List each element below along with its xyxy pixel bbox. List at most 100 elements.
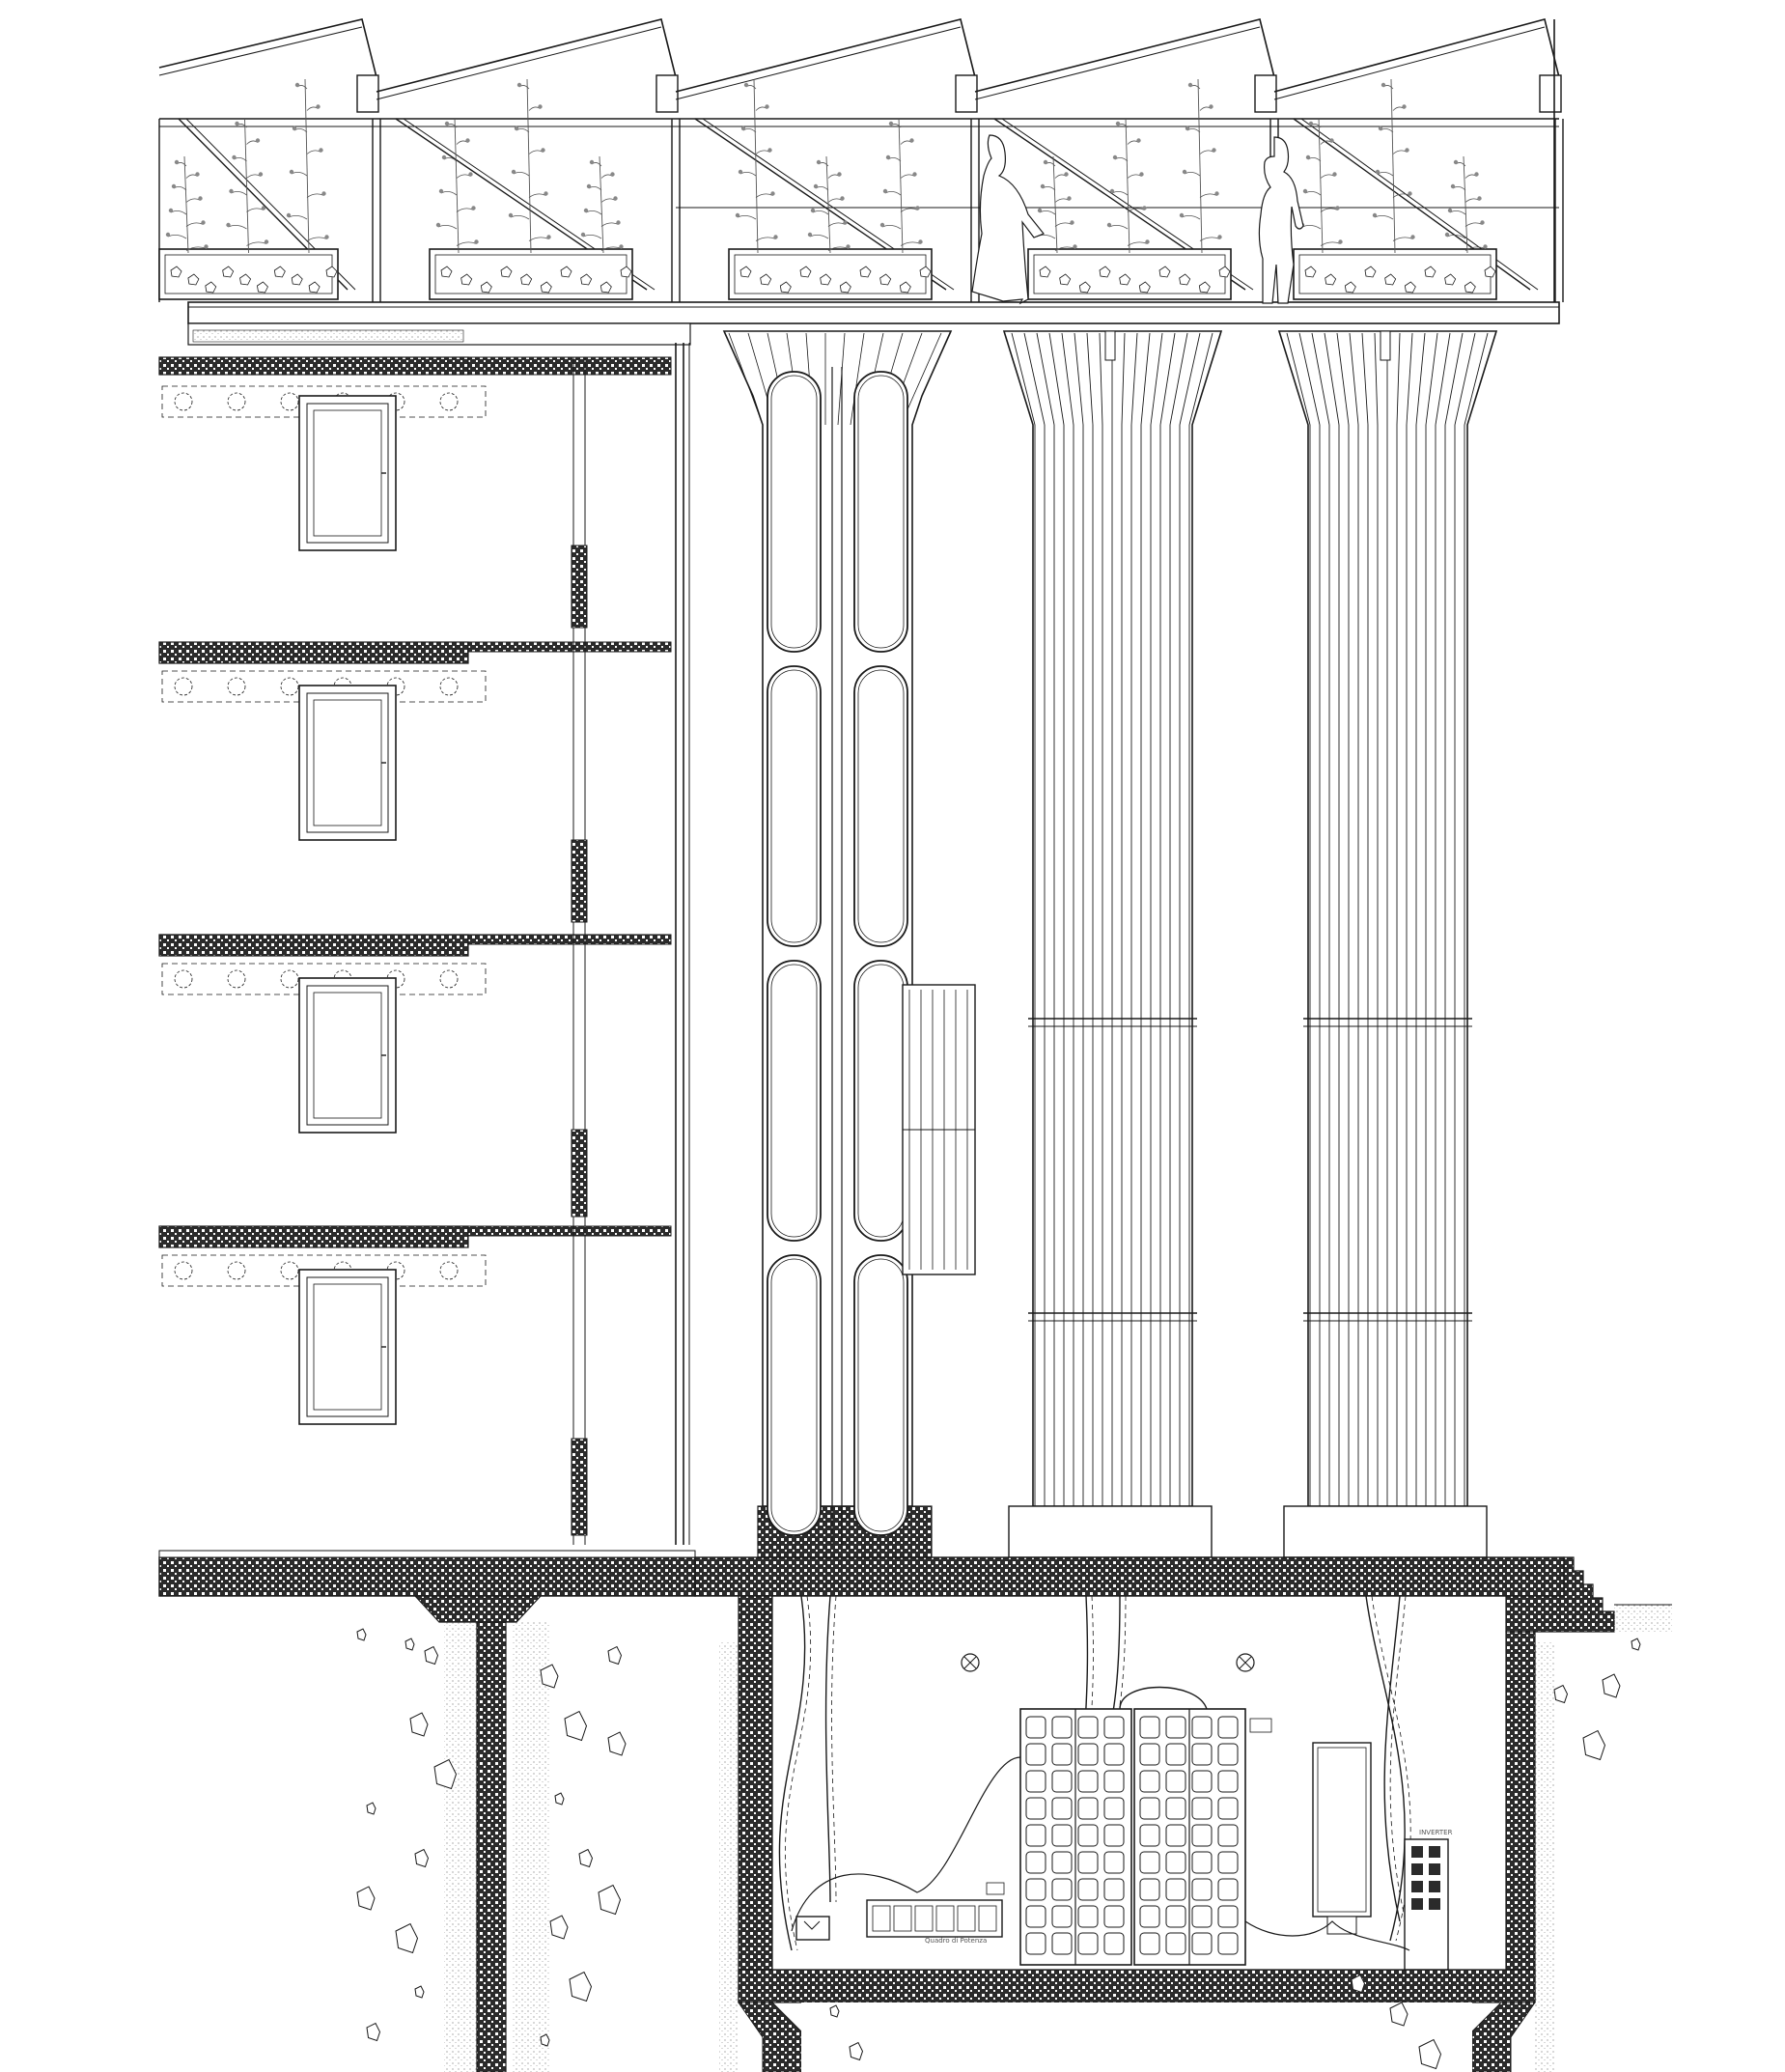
plant-leaf <box>582 235 602 239</box>
panel-switch <box>1411 1863 1423 1875</box>
plant-flower <box>767 148 772 153</box>
battery-cell <box>1191 1770 1213 1793</box>
plant-flower <box>1378 126 1383 131</box>
control-panel-module <box>935 1905 955 1932</box>
column-flute <box>1130 332 1138 426</box>
plant-flower <box>465 138 470 143</box>
plant-stem <box>1052 155 1058 254</box>
plant-flower <box>1305 154 1311 160</box>
battery-cell <box>1025 1743 1046 1766</box>
battery-cell <box>1217 1824 1239 1847</box>
plant-leaf <box>456 208 474 212</box>
battery-cell <box>1103 1716 1125 1739</box>
planter-soil-stone <box>1444 273 1457 286</box>
plant-flower <box>174 159 180 165</box>
planter-box <box>429 248 633 300</box>
plant-flower <box>743 82 749 88</box>
plant-stem <box>304 78 310 254</box>
battery-cell <box>1191 1932 1213 1955</box>
plant-flower <box>1209 104 1213 109</box>
battery-cell <box>1139 1716 1160 1739</box>
planter-soil-stone <box>1179 273 1191 286</box>
plant-leaf <box>1111 191 1129 196</box>
plant-flower <box>912 172 917 177</box>
wall-insulation <box>571 1129 588 1218</box>
soil-stone <box>578 1848 594 1868</box>
plant-flower <box>773 235 778 239</box>
plant-flower <box>816 159 822 165</box>
roof-deck <box>187 301 1560 346</box>
plant-flower <box>770 191 775 196</box>
battery-cell <box>1051 1851 1073 1874</box>
column-flute <box>1425 332 1438 426</box>
battery-cell <box>1103 1770 1125 1793</box>
cable <box>791 1756 1021 1932</box>
plant-leaf <box>1054 222 1073 227</box>
plant-flower <box>1308 121 1314 126</box>
plant-flower <box>544 191 548 196</box>
plant-flower <box>316 104 321 109</box>
plant-flower <box>198 196 203 201</box>
plant-flower <box>1444 232 1450 238</box>
plant-flower <box>1145 239 1150 244</box>
panel-switch <box>1429 1898 1440 1910</box>
plant-flower <box>1073 244 1077 249</box>
plant-flower <box>813 183 819 189</box>
plant-flower <box>165 232 171 238</box>
planter-soil-stone <box>779 281 792 294</box>
column-flute <box>1036 332 1055 426</box>
soil-stone <box>433 1758 458 1790</box>
battery-cell <box>1025 1770 1046 1793</box>
plant-leaf <box>1039 210 1056 215</box>
plant-flower <box>438 188 444 194</box>
plant-leaf <box>827 198 843 203</box>
plant-flower <box>289 169 294 175</box>
column-flute <box>1464 332 1489 426</box>
soil-stone <box>424 1645 439 1666</box>
ceiling-light <box>439 392 459 411</box>
plant-flower <box>1302 188 1308 194</box>
plant-stem <box>526 78 532 254</box>
plant-leaf <box>306 150 321 154</box>
column-flute <box>1179 332 1201 426</box>
battery-cell <box>1051 1770 1073 1793</box>
fluted-columns-group <box>1002 330 1498 1558</box>
column-flute <box>1150 332 1163 426</box>
plant-leaf <box>291 172 308 177</box>
plant-leaf <box>306 193 324 198</box>
soil-stone <box>607 1645 623 1666</box>
battery-cell <box>1051 1905 1073 1928</box>
planter-soil-stone <box>440 266 453 278</box>
ceiling-light <box>386 677 405 696</box>
column-flute <box>1286 332 1311 426</box>
plant-leaf <box>1392 150 1408 154</box>
plant-leaf <box>755 237 776 241</box>
battery-cell <box>1077 1851 1099 1874</box>
plant-flower <box>918 239 923 244</box>
plant-flower <box>1064 172 1069 177</box>
planter-soil-stone <box>1484 266 1496 278</box>
symbol-tag <box>1249 1718 1272 1733</box>
battery-cell <box>1165 1716 1186 1739</box>
plant-stem <box>244 117 249 254</box>
residential-building <box>158 343 690 1545</box>
column-flute <box>1311 332 1330 426</box>
battery-cell <box>1025 1932 1046 1955</box>
soil-stone <box>849 2041 864 2061</box>
plant-flower <box>1214 191 1219 196</box>
sawtooth-roof <box>158 18 1564 302</box>
plant-stem <box>1125 117 1130 254</box>
plant-flower <box>435 222 441 228</box>
plant-flower <box>1402 104 1407 109</box>
plant-leaf <box>1108 225 1129 230</box>
inverter-unit <box>1312 1742 1372 1918</box>
battery-cell <box>1191 1905 1213 1928</box>
planter-soil-stone <box>222 266 235 278</box>
plant-leaf <box>755 193 773 198</box>
plant-stem <box>1390 78 1396 254</box>
plant-flower <box>613 196 618 201</box>
plant-stem <box>454 117 460 254</box>
column-flute <box>1188 332 1213 426</box>
plant-flower <box>474 239 479 244</box>
symbol-tag <box>986 1882 1005 1895</box>
